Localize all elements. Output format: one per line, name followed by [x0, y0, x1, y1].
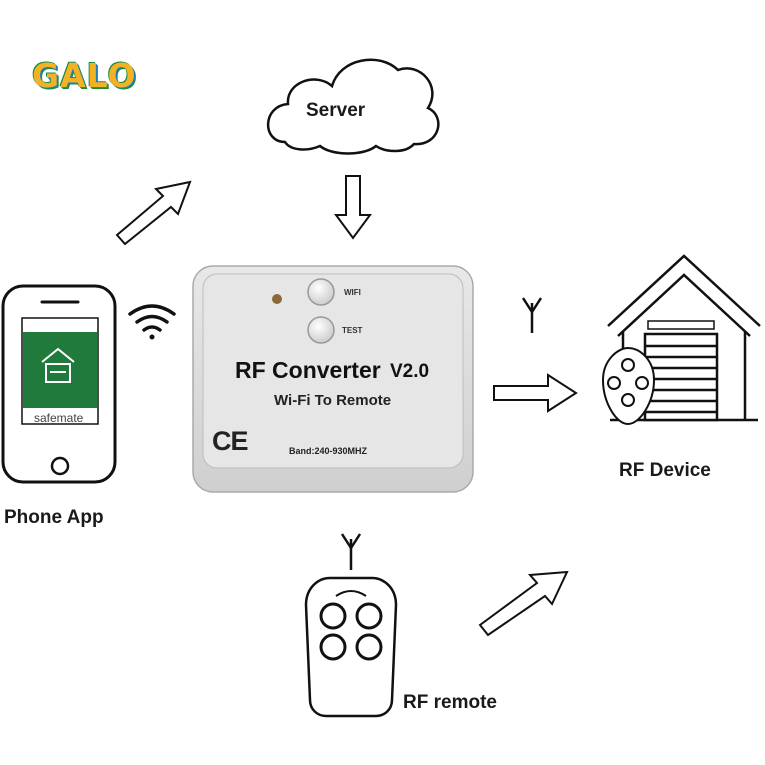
antenna-icon	[521, 297, 543, 333]
key-fob-icon	[601, 346, 656, 426]
converter-test-label: TEST	[342, 326, 363, 335]
arrow-converter-to-device	[493, 373, 578, 413]
rf-remote-label: RF remote	[403, 692, 497, 713]
converter-wifi-label: WIFI	[344, 288, 361, 297]
status-led	[272, 294, 282, 304]
server-label: Server	[306, 100, 366, 121]
converter-band: Band:240-930MHZ	[289, 446, 368, 456]
phone-icon	[1, 284, 117, 484]
converter-version: V2.0	[390, 361, 430, 382]
converter-subtitle: Wi-Fi To Remote	[274, 392, 392, 409]
rf-device-label: RF Device	[619, 460, 711, 481]
wifi-button-icon	[307, 278, 335, 306]
arrow-phone-to-server	[115, 180, 192, 246]
cloud-icon	[266, 58, 440, 155]
rf-remote-icon	[304, 576, 398, 718]
arrow-server-to-converter	[334, 175, 372, 240]
phone-app-label: Phone App	[4, 507, 104, 528]
galo-logo: GALO	[32, 56, 137, 95]
arrow-remote-to-device	[478, 570, 569, 637]
rf-converter-box	[192, 265, 474, 493]
ce-mark: CE	[212, 426, 249, 456]
wifi-icon	[128, 304, 176, 340]
test-button-icon	[307, 316, 335, 344]
converter-title: RF Converter	[235, 357, 381, 383]
remote-antenna-icon	[340, 533, 362, 570]
garage-house-icon	[607, 254, 761, 422]
app-name-label: safemate	[34, 411, 84, 425]
